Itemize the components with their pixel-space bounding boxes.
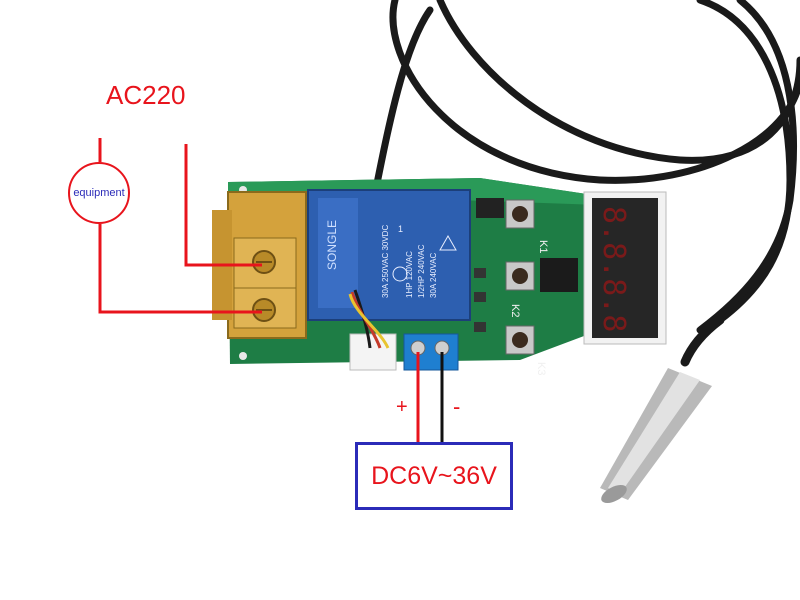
negative-label: -: [453, 394, 461, 419]
led-display-digits: 8.8.8.8: [596, 206, 631, 332]
push-button-k2[interactable]: [505, 261, 535, 291]
relay-warning-mark: [439, 234, 457, 251]
dc-wiring: [416, 352, 444, 442]
power-terminal: [403, 333, 459, 371]
ac-wire-equipment-bottom: [98, 224, 262, 314]
relay-rating-4: 30A 240VAC: [429, 253, 438, 298]
push-button-k1[interactable]: [505, 199, 535, 229]
button-label-k2: K2: [509, 304, 521, 317]
relay-cert-mark: [392, 266, 408, 282]
ac-wire-live: [184, 144, 262, 267]
screw-terminal-block: [212, 191, 307, 339]
relay-model: 1: [398, 224, 403, 234]
dc-voltage-box: DC6V~36V: [355, 442, 513, 510]
positive-label: +: [396, 396, 408, 418]
temperature-probe: [600, 315, 725, 504]
relay-rating-3: 1/2HP 240VAC: [417, 244, 426, 298]
relay-brand: SONGLE: [325, 220, 339, 270]
ac-voltage-label: AC220: [106, 80, 186, 110]
equipment-symbol: equipment: [68, 162, 130, 224]
led-display: 8.8.8.8: [583, 191, 667, 345]
equipment-label: equipment: [73, 187, 125, 199]
smd-components: [474, 198, 578, 332]
relay: SONGLE 30A 250VAC 30VDC 1HP 120VAC 1/2HP…: [307, 189, 471, 321]
button-label-k1: K1: [537, 240, 549, 253]
push-button-k3[interactable]: [505, 325, 535, 355]
relay-rating-2: 1HP 120VAC: [405, 251, 414, 298]
sensor-cable: [351, 0, 800, 334]
sensor-connector: [349, 333, 397, 371]
dc-voltage-label: DC6V~36V: [371, 461, 497, 490]
button-label-k3: K3: [535, 362, 547, 375]
relay-rating-1: 30A 250VAC 30VDC: [381, 225, 390, 298]
sensor-wires: [348, 289, 390, 349]
ac-wiring: [98, 138, 262, 314]
